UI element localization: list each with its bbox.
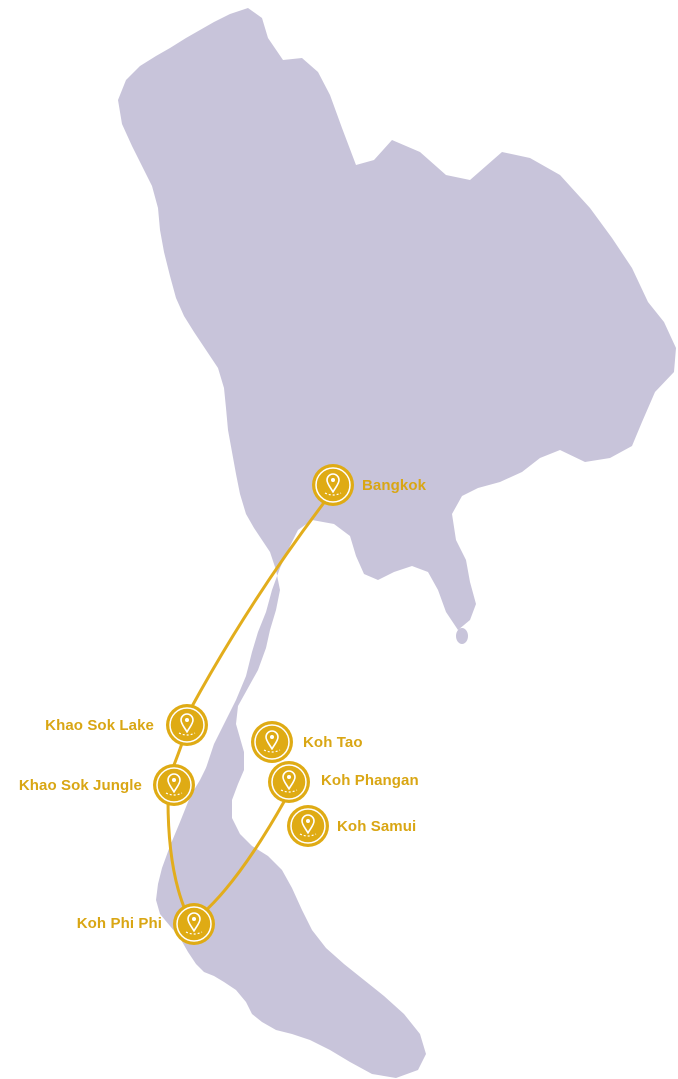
pin-dot [331,478,335,482]
pin-base [165,792,183,796]
marker-circle [153,764,195,806]
map-pin-icon [326,473,340,493]
marker-circle [268,761,310,803]
pin-base [324,492,342,496]
label-khao-sok-jungle[interactable]: Khao Sok Jungle [18,777,142,794]
marker-ring [169,707,205,743]
route-bangkok-to-khao-sok-lake [188,498,328,712]
island-small-1 [231,940,241,952]
route-koh-phi-phi-to-koh-phangan [200,798,287,916]
pin-base [178,732,196,736]
marker-ring [176,906,212,942]
marker-koh-tao[interactable] [251,721,293,763]
pin-base [185,931,203,935]
marker-circle [166,704,208,746]
pin-base [263,749,281,753]
map-pin-icon [301,814,315,834]
map-pin-icon [282,770,296,790]
marker-circle [287,805,329,847]
label-khao-sok-lake[interactable]: Khao Sok Lake [45,717,154,734]
pin-dot [270,735,274,739]
marker-khao-sok-lake[interactable] [166,704,208,746]
mainland-shape [118,8,676,1078]
marker-ring [156,767,192,803]
marker-ring [254,724,290,760]
marker-koh-samui[interactable] [287,805,329,847]
marker-ring [290,808,326,844]
marker-koh-phi-phi[interactable] [173,903,215,945]
label-koh-tao[interactable]: Koh Tao [303,734,363,751]
pin-dot [306,819,310,823]
label-koh-phangan[interactable]: Koh Phangan [321,772,419,789]
pin-dot [287,775,291,779]
island-small-2 [456,628,468,644]
map-pin-icon [167,773,181,793]
marker-ring [271,764,307,800]
marker-circle [251,721,293,763]
marker-bangkok[interactable] [312,464,354,506]
marker-khao-sok-jungle[interactable] [153,764,195,806]
label-koh-samui[interactable]: Koh Samui [337,818,417,835]
pin-base [299,833,317,837]
pin-dot [192,917,196,921]
pin-dot [185,718,189,722]
marker-ring [315,467,351,503]
map-pin-icon [265,730,279,750]
label-koh-phi-phi[interactable]: Koh Phi Phi [76,915,162,932]
marker-circle [173,903,215,945]
label-bangkok[interactable]: Bangkok [362,477,427,494]
island-phuket [159,874,177,910]
map-pin-icon [180,713,194,733]
marker-koh-phangan[interactable] [268,761,310,803]
pin-dot [172,778,176,782]
marker-circle [312,464,354,506]
map-pin-icon [187,912,201,932]
route-khao-sok-jungle-to-koh-phi-phi [166,798,188,914]
pin-base [280,789,298,793]
